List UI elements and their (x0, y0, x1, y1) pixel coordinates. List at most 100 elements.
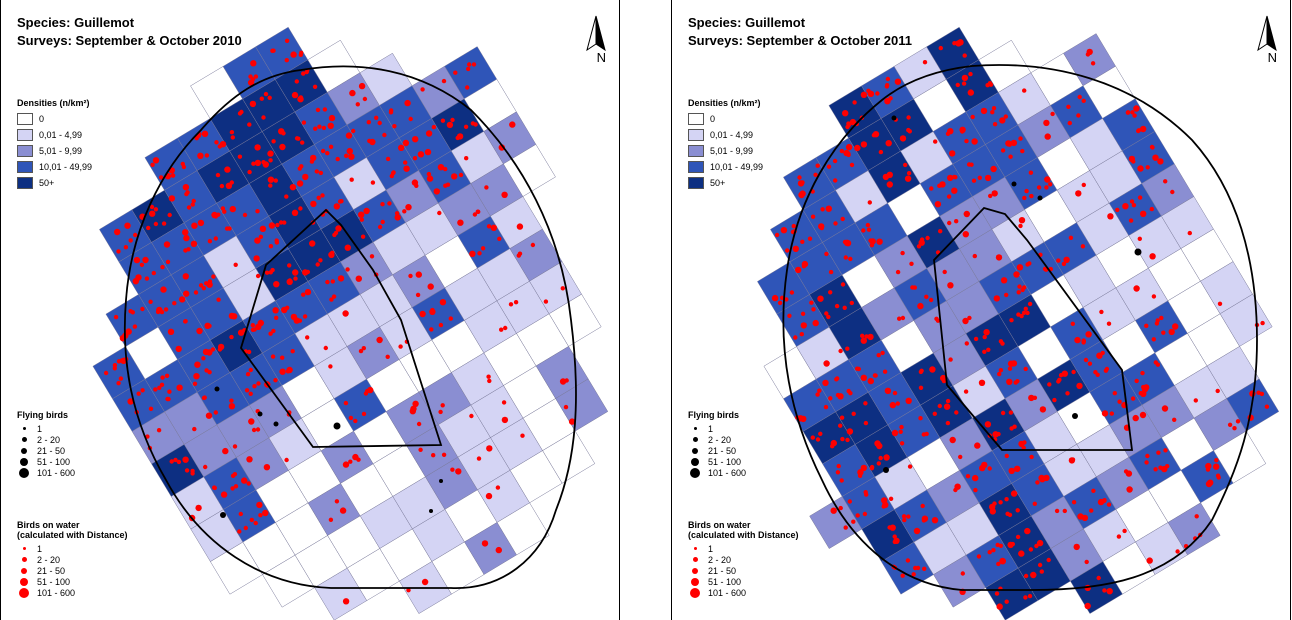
map-header: Species: Guillemot Surveys: September & … (688, 14, 912, 50)
flying-birds-legend-title: Flying birds (17, 410, 69, 420)
water-class-label: 1 (37, 543, 43, 554)
surveys-line: Surveys: September & October 2010 (17, 33, 242, 48)
birds-on-water-legend: Birds on water (calculated with Distance… (688, 520, 799, 598)
density-swatch (17, 177, 33, 189)
birds-on-water-legend-title: Birds on water (688, 520, 751, 530)
flying-bird-dot-icon (21, 437, 27, 442)
survey-map (757, 26, 1280, 620)
birds-on-water-legend: Birds on water (calculated with Distance… (17, 520, 128, 598)
water-class-row: 1 (17, 543, 128, 554)
bird-on-water-dot-icon (22, 547, 26, 550)
flying-bird-dot-icon (19, 467, 29, 478)
bird-on-water-dot-icon (20, 577, 28, 586)
density-class-label: 0 (710, 114, 716, 124)
water-class-row: 101 - 600 (17, 587, 128, 598)
north-label: N (596, 50, 606, 65)
bird-on-water-dot-icon (690, 587, 700, 598)
flying-bird-dot-icon (21, 447, 27, 454)
flying-class-row: 101 - 600 (688, 467, 746, 478)
density-class-row: 10,01 - 49,99 (17, 159, 92, 175)
density-swatch (17, 129, 33, 141)
water-class-row: 21 - 50 (17, 565, 128, 576)
flying-bird-dot-icon (692, 437, 698, 442)
flying-bird-dot-icon (690, 467, 700, 478)
map-panel-2011: Species: Guillemot Surveys: September & … (671, 0, 1291, 620)
density-swatch (688, 129, 704, 141)
flying-class-label: 2 - 20 (708, 434, 732, 445)
density-class-row: 0,01 - 4,99 (17, 127, 92, 143)
flying-class-row: 1 (688, 423, 746, 434)
density-class-row: 50+ (17, 175, 92, 191)
density-swatch (688, 177, 704, 189)
density-class-label: 50+ (710, 178, 726, 188)
flying-class-label: 101 - 600 (37, 467, 76, 478)
flying-bird-dot-icon (691, 457, 699, 466)
north-arrow-icon (1257, 15, 1277, 52)
bird-on-water-dot-icon (21, 557, 27, 562)
water-class-label: 2 - 20 (37, 554, 61, 565)
density-swatch (688, 145, 704, 157)
flying-birds-legend: Flying birds 1 2 - 20 21 - 50 51 - 100 1… (17, 410, 75, 478)
water-class-row: 1 (688, 543, 799, 554)
map-panel-2010: Species: Guillemot Surveys: September & … (0, 0, 620, 620)
bird-on-water-dot-icon (19, 587, 29, 598)
north-label: N (1267, 50, 1277, 65)
flying-class-label: 101 - 600 (708, 467, 747, 478)
water-class-row: 51 - 100 (688, 576, 799, 587)
surveys-line: Surveys: September & October 2011 (688, 33, 912, 48)
density-class-row: 0 (688, 111, 763, 127)
map-header: Species: Guillemot Surveys: September & … (17, 14, 242, 50)
density-class-row: 10,01 - 49,99 (688, 159, 763, 175)
water-class-label: 1 (708, 543, 714, 554)
density-class-row: 0 (17, 111, 92, 127)
flying-bird-dot-icon (692, 447, 698, 454)
flying-class-row: 2 - 20 (688, 434, 746, 445)
density-class-label: 0 (39, 114, 45, 124)
density-class-label: 10,01 - 49,99 (39, 162, 93, 172)
density-class-row: 5,01 - 9,99 (688, 143, 763, 159)
survey-map (92, 26, 609, 620)
flying-class-row: 21 - 50 (17, 445, 75, 456)
densities-legend-title: Densities (n/km²) (17, 98, 90, 108)
water-class-label: 21 - 50 (37, 565, 66, 576)
flying-birds-legend-title: Flying birds (688, 410, 740, 420)
flying-class-label: 21 - 50 (708, 445, 737, 456)
flying-class-row: 2 - 20 (17, 434, 75, 445)
water-class-label: 101 - 600 (37, 587, 76, 598)
density-class-label: 10,01 - 49,99 (710, 162, 764, 172)
densities-legend-title: Densities (n/km²) (688, 98, 761, 108)
densities-legend: Densities (n/km²) 0 0,01 - 4,99 5,01 - 9… (688, 98, 763, 191)
flying-class-label: 1 (708, 423, 714, 434)
flying-class-row: 51 - 100 (688, 456, 746, 467)
north-arrow-icon (586, 15, 606, 52)
density-class-label: 5,01 - 9,99 (710, 146, 754, 156)
water-class-row: 51 - 100 (17, 576, 128, 587)
density-swatch (17, 145, 33, 157)
flying-bird-dot-icon (20, 457, 28, 466)
bird-on-water-dot-icon (21, 567, 27, 574)
bird-on-water-dot-icon (692, 557, 698, 562)
flying-bird-dot-icon (22, 427, 26, 430)
density-swatch (688, 161, 704, 173)
flying-class-label: 21 - 50 (37, 445, 66, 456)
species-line: Species: Guillemot (17, 15, 135, 30)
flying-class-row: 21 - 50 (688, 445, 746, 456)
flying-class-row: 51 - 100 (17, 456, 75, 467)
density-class-row: 50+ (688, 175, 763, 191)
water-class-row: 101 - 600 (688, 587, 799, 598)
water-class-row: 21 - 50 (688, 565, 799, 576)
birds-on-water-legend-subtitle: (calculated with Distance) (688, 530, 799, 540)
density-class-label: 0,01 - 4,99 (39, 130, 83, 140)
flying-class-label: 1 (37, 423, 43, 434)
bird-on-water-dot-icon (692, 567, 698, 574)
bird-on-water-dot-icon (691, 577, 699, 586)
density-swatch (17, 161, 33, 173)
water-class-label: 101 - 600 (708, 587, 747, 598)
birds-on-water-legend-subtitle: (calculated with Distance) (17, 530, 128, 540)
density-class-label: 0,01 - 4,99 (710, 130, 754, 140)
flying-class-row: 101 - 600 (17, 467, 75, 478)
flying-class-label: 51 - 100 (37, 456, 71, 467)
water-class-label: 51 - 100 (37, 576, 71, 587)
flying-bird-dot-icon (693, 427, 697, 430)
density-class-label: 50+ (39, 178, 55, 188)
